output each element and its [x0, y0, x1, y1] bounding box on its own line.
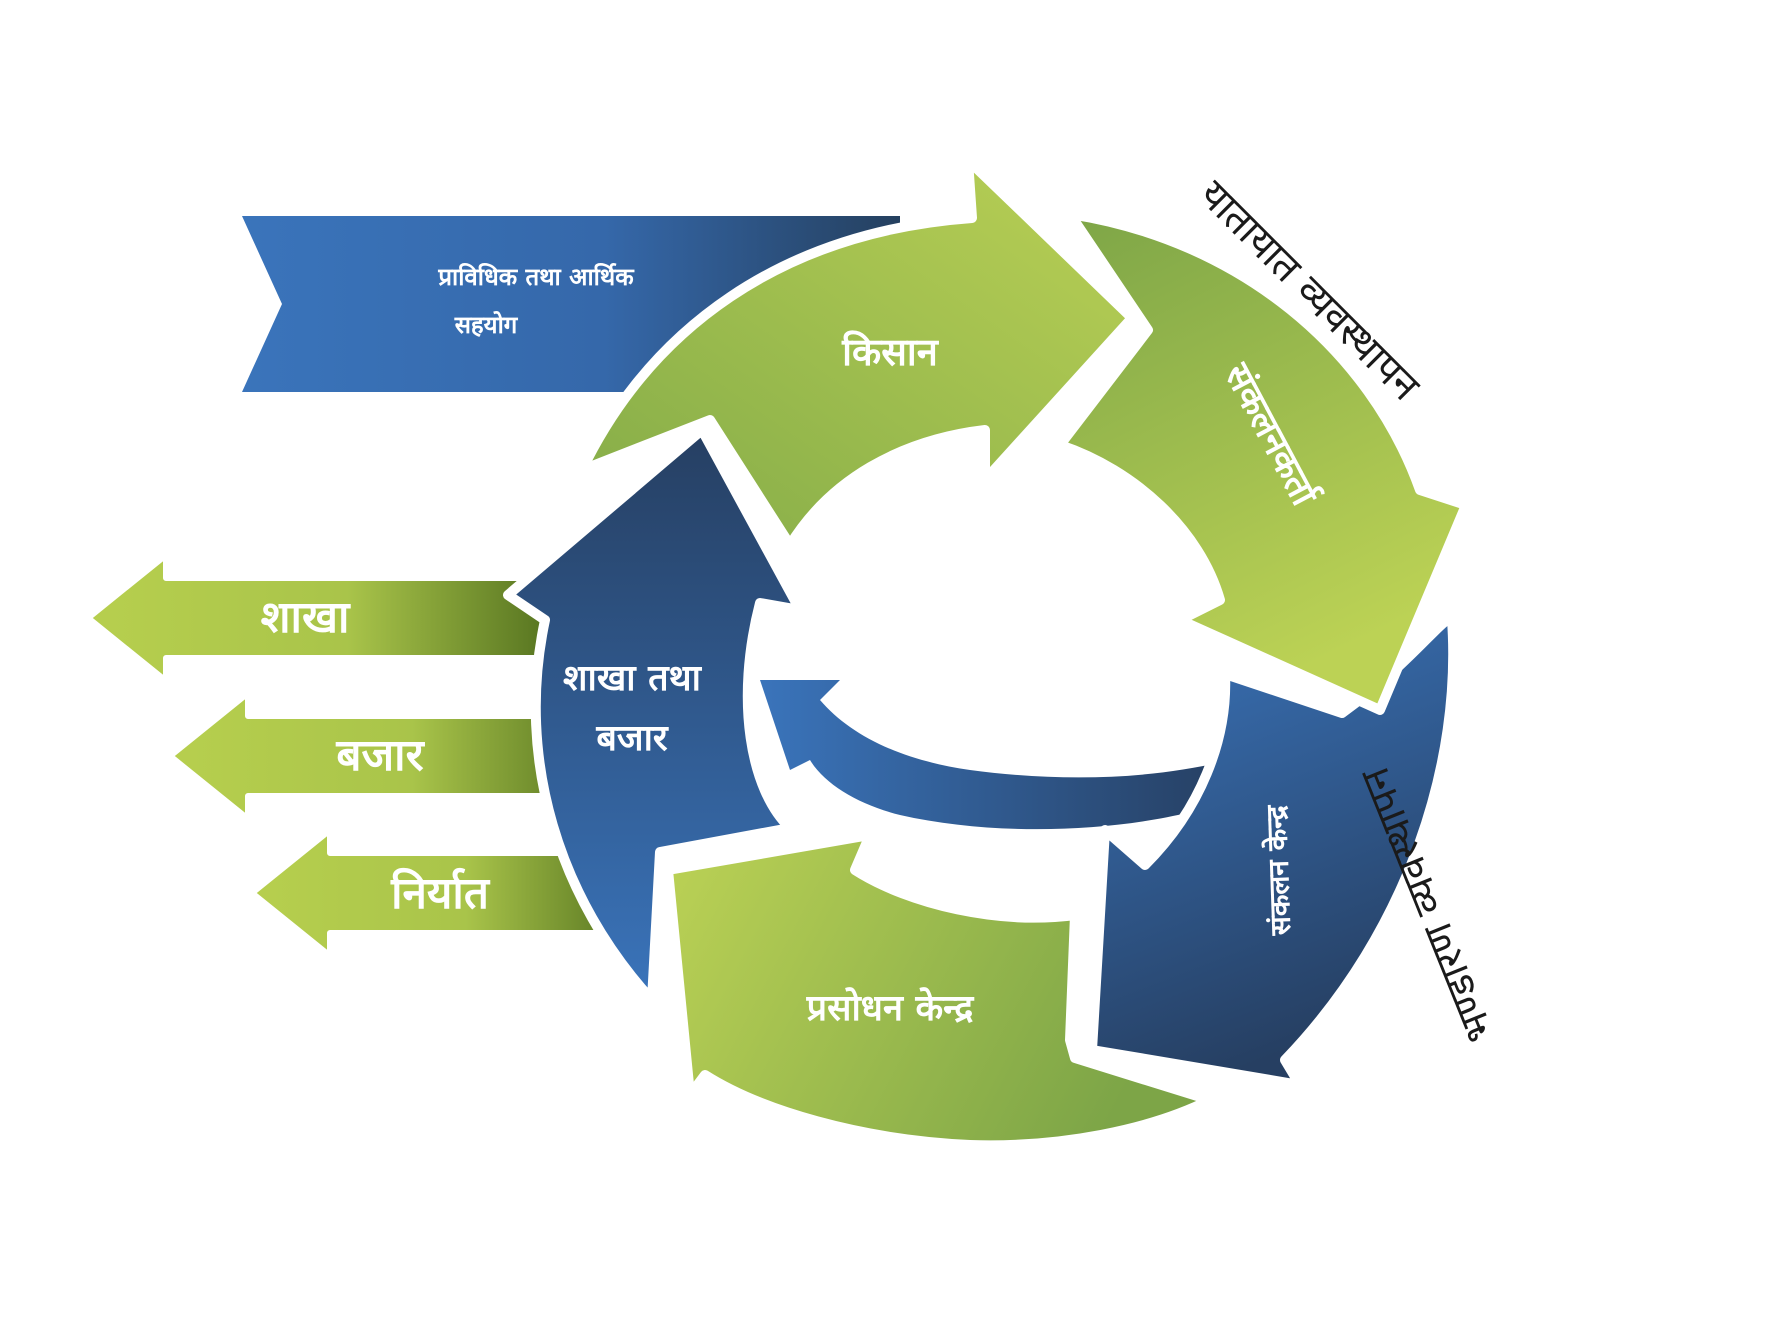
segment-processing-center [663, 830, 1215, 1151]
segment-label-branch-market-line1: शाखा तथा [563, 658, 703, 699]
inner-return-arrow [760, 680, 1230, 830]
segment-label-processing-center: प्रसोधन केन्द्र [806, 987, 976, 1029]
segment-label-branch-market-line2: बजार [595, 718, 669, 759]
segment-label-farmer: किसान [841, 330, 940, 374]
support-label-line2: सहयोग [454, 311, 519, 339]
output-label-market: बजार [335, 730, 425, 781]
output-label-branch: शाखा [261, 592, 351, 643]
segment-branch-market [503, 425, 805, 1005]
segment-collection-center [1087, 613, 1459, 1090]
cycle-ring [503, 155, 1471, 1151]
support-label-line1: प्राविधिक तथा आर्थिक [437, 263, 635, 291]
segment-collector [1055, 209, 1471, 715]
output-arrows [85, 552, 643, 959]
output-label-export: निर्यात [390, 867, 491, 919]
segment-farmer [577, 155, 1137, 550]
segment-label-collection-center: संकलन केन्द्र [1260, 804, 1298, 937]
